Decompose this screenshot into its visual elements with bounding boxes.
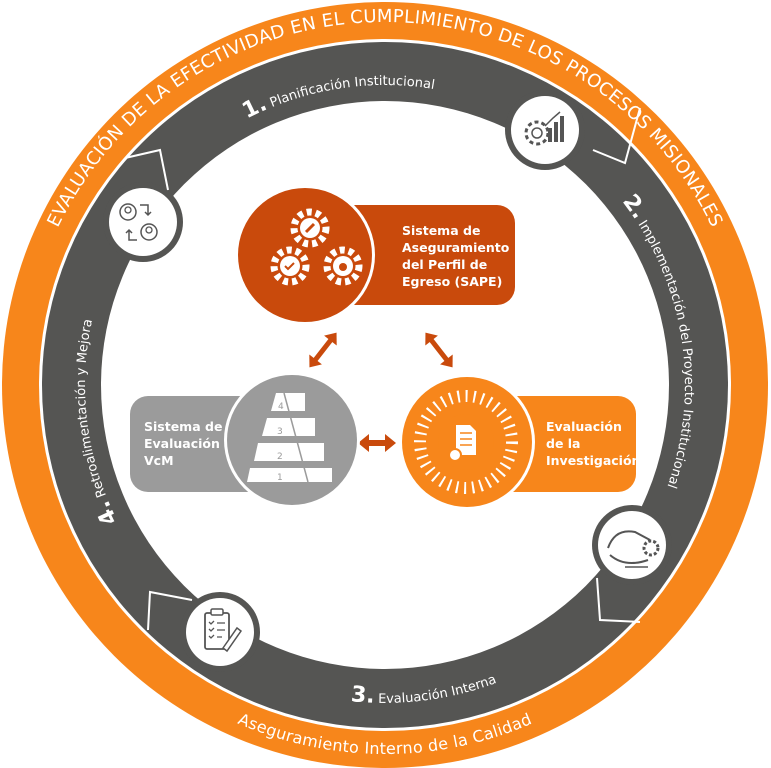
users-exchange-icon — [103, 182, 183, 262]
document-icon — [414, 390, 518, 494]
svg-text:2: 2 — [277, 452, 283, 462]
divider-2-3 — [596, 577, 641, 623]
arrow-sape-investigacion — [425, 332, 453, 368]
ring-segment-dividers — [124, 107, 641, 631]
arrow-sape-vcm — [309, 332, 337, 368]
pyramid-icon: 4 3 2 1 — [247, 392, 332, 483]
divider-4-1 — [124, 148, 169, 191]
investigacion-node: Evaluación de la Investigación — [399, 374, 640, 510]
inner-area — [101, 101, 669, 669]
sape-node: Sistema de Aseguramiento del Perfil de E… — [235, 185, 515, 325]
gears-icon — [270, 208, 363, 286]
svg-text:3: 3 — [277, 427, 283, 437]
connection-arrows — [309, 332, 453, 452]
divider-1-2 — [592, 107, 641, 165]
vcm-title: Sistema de Evaluación VcM — [144, 419, 227, 468]
clipboard-checklist-icon — [180, 592, 260, 672]
hand-gear-icon — [592, 505, 672, 585]
sape-title: Sistema de Aseguramiento del Perfil de E… — [402, 223, 514, 289]
svg-text:4: 4 — [278, 402, 284, 412]
svg-text:1: 1 — [277, 473, 283, 483]
divider-3-4 — [147, 590, 193, 631]
strategy-gear-chart-icon — [505, 90, 585, 170]
vcm-node: 4 3 2 1 Sistema de Evaluación VcM — [130, 372, 360, 508]
arrow-vcm-investigacion — [358, 434, 396, 452]
investigacion-title: Evaluación de la Investigación — [546, 419, 640, 468]
